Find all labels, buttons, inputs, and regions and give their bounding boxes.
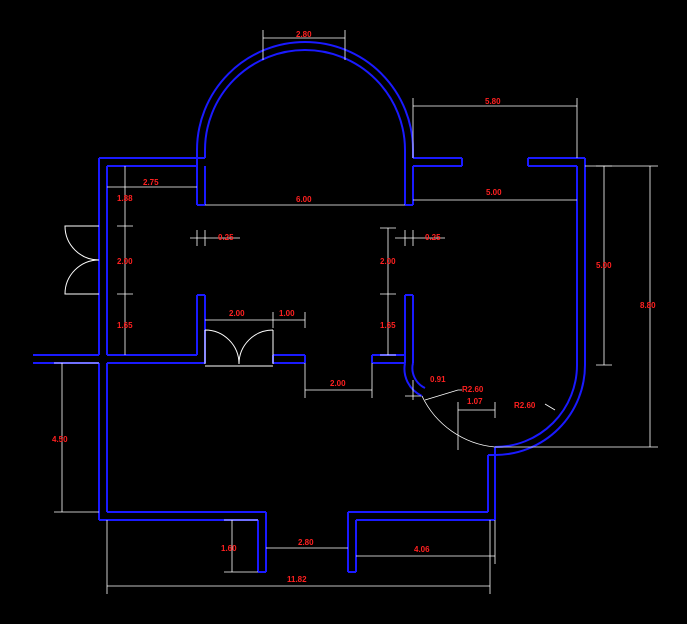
left-upper-post — [196, 166, 206, 206]
dim-right-overall: 8.80 — [640, 301, 656, 310]
right-round-wall-outer — [494, 364, 586, 456]
dim-right-post: 0.25 — [425, 233, 441, 242]
dim-bottom-overall: 11.82 — [287, 575, 307, 584]
right-top-wall-a — [413, 157, 463, 167]
doors — [64, 225, 274, 367]
dim-line-corner — [405, 380, 421, 400]
dim-left-room-width: 2.75 — [143, 178, 159, 187]
dim-right-span: 5.00 — [486, 188, 502, 197]
dim-line-top-right — [412, 98, 578, 158]
inner-corner-arc-inner — [411, 362, 426, 389]
dim-line-right-overall — [495, 165, 658, 448]
right-round-wall-inner — [494, 364, 578, 448]
dim-top-right-span: 5.80 — [485, 97, 501, 106]
dim-lower-door-width: 2.00 — [229, 309, 245, 318]
door-right-stub — [272, 354, 306, 364]
arch-inner-wall — [204, 49, 406, 158]
dim-line-radius-leader — [424, 389, 462, 401]
dim-left-room-top-height: 1.88 — [117, 194, 133, 203]
dim-line-bottom-overall — [106, 520, 491, 594]
dim-left-door-height: 2.00 — [117, 257, 133, 266]
dim-right-door-height: 2.00 — [380, 257, 396, 266]
dim-center-bottom-opening: 2.00 — [330, 379, 346, 388]
dim-line-bottom-right — [356, 520, 496, 564]
dim-right-tall: 5.00 — [596, 261, 612, 270]
dimension-lines — [54, 30, 658, 594]
dim-lower-door-side: 1.00 — [279, 309, 295, 318]
dim-left-lower-height: 4.50 — [52, 435, 68, 444]
dim-line-top-arch — [262, 30, 346, 60]
dim-line-radius-inner-arc — [421, 395, 496, 448]
dim-bottom-opening: 2.80 — [298, 538, 314, 547]
right-lower-wall — [487, 447, 496, 520]
lower-double-door — [204, 329, 274, 365]
dim-line-lower-door — [205, 312, 306, 328]
dim-central-span: 6.00 — [296, 195, 312, 204]
inner-corner-arc-outer — [403, 362, 423, 397]
dim-right-lower: 1.65 — [380, 321, 396, 330]
dim-line-right-lower — [380, 294, 396, 356]
dim-corner-gap: 1.07 — [467, 397, 483, 406]
dimension-labels: 2.80 5.80 2.75 1.88 6.00 5.00 0.25 0.25 … — [52, 30, 656, 584]
bottom-wall-right — [347, 511, 495, 573]
dim-bottom-wall-stub: 1.60 — [221, 544, 237, 553]
dim-line-bottom-stub — [224, 519, 258, 573]
dim-radius-inner: R2.60 — [462, 385, 484, 394]
dim-line-left-lower — [54, 362, 99, 513]
right-tall-wall — [576, 158, 586, 365]
dim-line-center-bottom — [304, 363, 373, 398]
dim-top-arch-opening: 2.80 — [296, 30, 312, 39]
arch-outer-wall — [196, 41, 414, 158]
dim-radius-outer: R2.60 — [514, 401, 536, 410]
right-lower-post — [404, 294, 414, 363]
bottom-wall-left — [99, 511, 267, 573]
dim-line-left-post — [190, 230, 240, 246]
dim-left-room-bottom: 1.65 — [117, 321, 133, 330]
dim-line-right-post — [395, 230, 445, 246]
dim-line-radius-leader-2 — [544, 403, 556, 411]
dim-line-gap — [457, 402, 496, 450]
dim-bottom-right: 4.06 — [414, 545, 430, 554]
dim-corner-offset: 0.91 — [430, 375, 446, 384]
dim-left-post: 0.25 — [218, 233, 234, 242]
right-upper-post — [404, 158, 414, 206]
left-lower-wall — [98, 363, 108, 520]
right-top-wall-b — [527, 157, 585, 167]
left-top-wall — [98, 157, 205, 355]
